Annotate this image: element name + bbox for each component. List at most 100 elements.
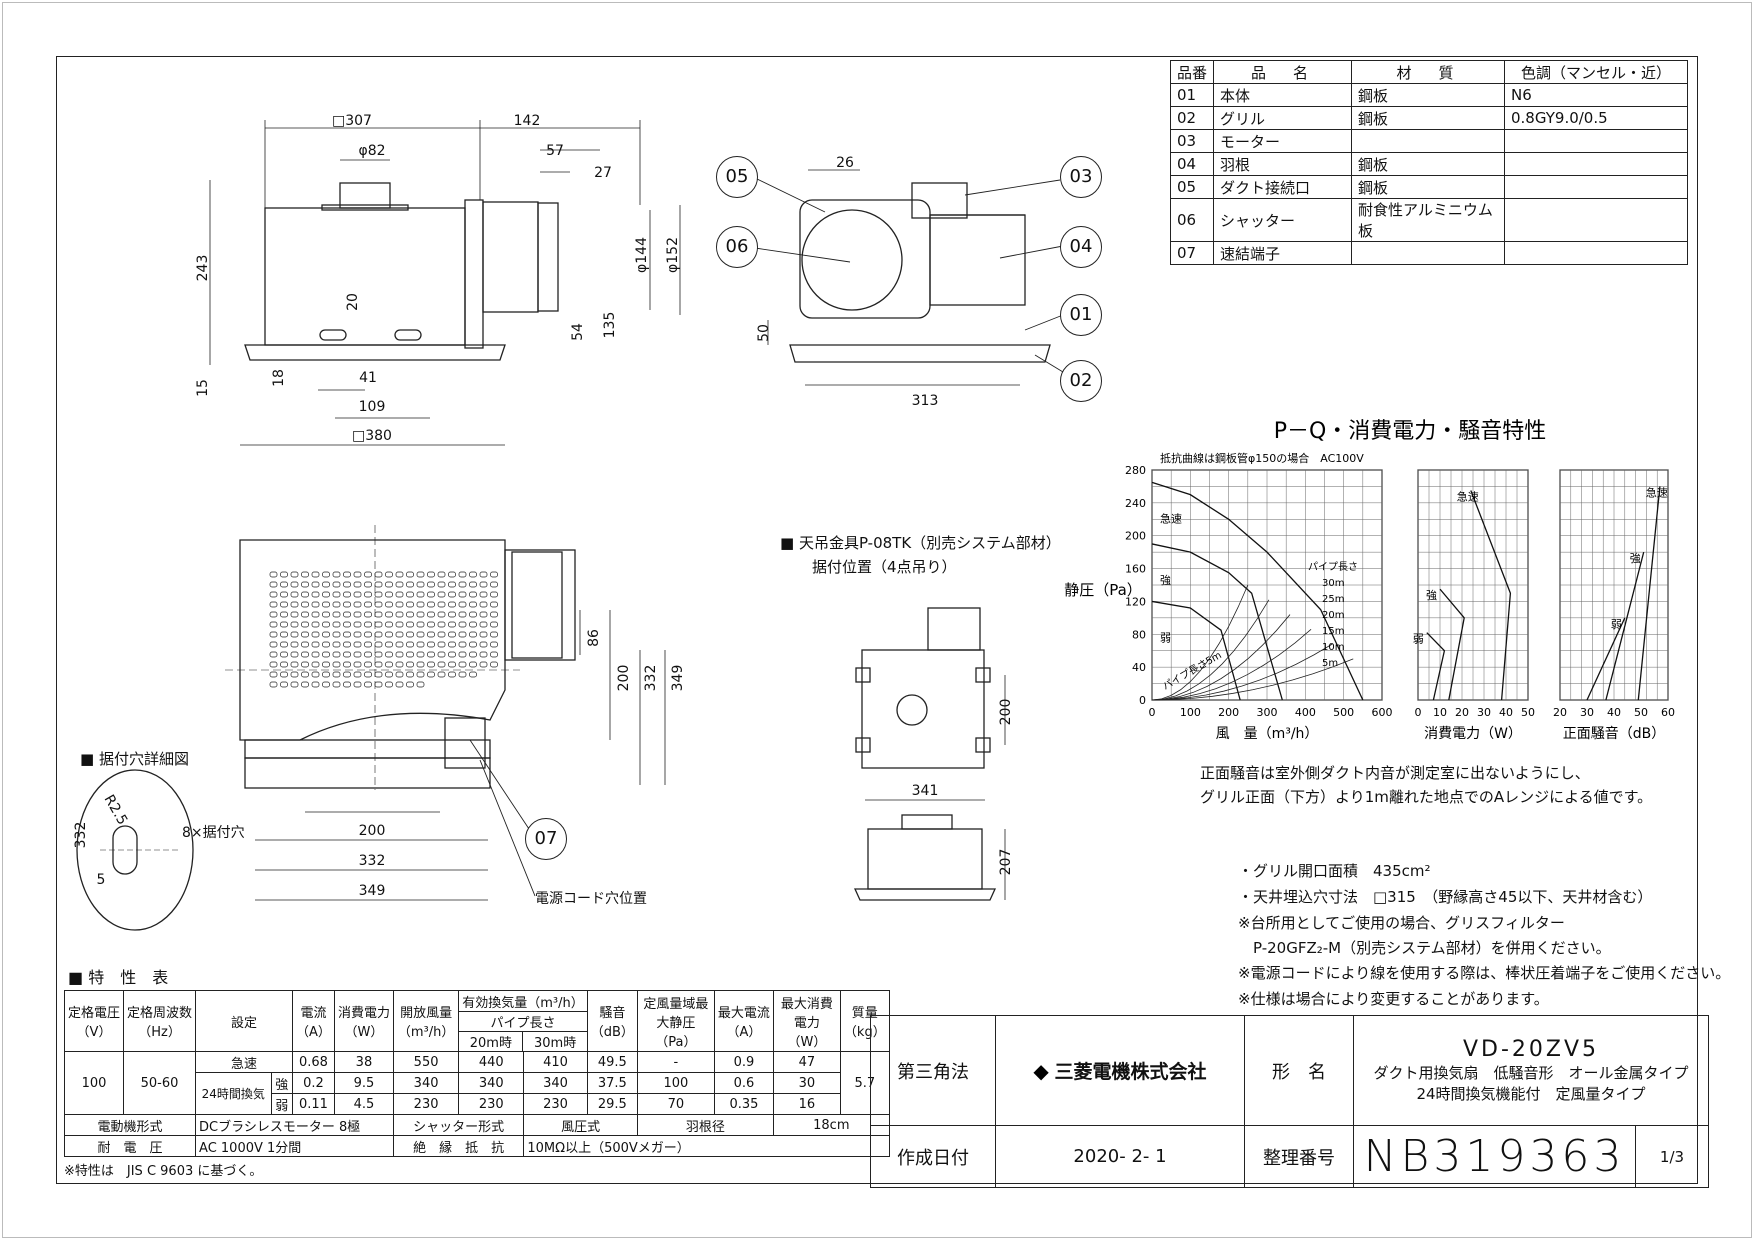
tb-model: VD-20ZV5 [1462, 1037, 1600, 1062]
spec-r2-current: 0.11 [292, 1093, 335, 1115]
spec-blade-label: 羽根径 [636, 1114, 774, 1136]
grille-slot [301, 641, 309, 648]
dim-57: 57 [546, 143, 564, 159]
grille-slot [280, 581, 288, 588]
parts-cell-material [1351, 241, 1505, 265]
grille-slot [374, 631, 383, 638]
grille-slot [343, 621, 351, 628]
grille-slot [280, 611, 288, 618]
grille-slot [395, 631, 404, 638]
dim-349a: 349 [670, 665, 686, 692]
spec-mode24: 24時間換気 [195, 1072, 272, 1115]
grille-slot [479, 601, 488, 608]
chart-title: P－Q・消費電力・騒音特性 [1274, 419, 1547, 444]
spec-freq: 50-60 [123, 1051, 197, 1115]
spec-r2-setting: 弱 [270, 1093, 294, 1115]
grille-slot [448, 611, 456, 618]
grille-slot [290, 681, 299, 688]
x-tick-label: 0 [1149, 706, 1156, 719]
grille-slot [280, 601, 288, 608]
grille-slot [448, 581, 456, 588]
grille-slot [364, 581, 372, 588]
callout-02: 02 [1060, 360, 1102, 402]
grille-slot [343, 661, 351, 668]
grille-slot [290, 611, 299, 618]
grille-slot [416, 581, 425, 588]
grille-slot [395, 681, 404, 688]
grille-slot [490, 661, 498, 668]
grille-slot [374, 661, 383, 668]
grille-slot [290, 661, 299, 668]
y-tick-label: 120 [1125, 595, 1146, 608]
grille-slot [395, 581, 404, 588]
spec-u-hz: （Hz） [138, 1025, 181, 1040]
grille-slot [353, 591, 362, 598]
grille-slot [332, 581, 341, 588]
x-tick-label: 30 [1477, 706, 1491, 719]
dim-144: φ144 [634, 237, 650, 273]
spec-h-current: 電流（A） [292, 990, 335, 1052]
spec-r0-e20: 440 [458, 1051, 525, 1073]
grille-slot [479, 611, 488, 618]
tb-desc2: 24時間換気機能付 定風量タイプ [1416, 1085, 1646, 1103]
grille-slot [427, 671, 435, 678]
parts-cell-no: 01 [1170, 83, 1214, 107]
spec-h-30: 30m時 [534, 1036, 577, 1051]
series-line [1637, 486, 1661, 701]
grille-slot [395, 571, 404, 578]
resistance-curve [1151, 584, 1249, 701]
grille-slot [269, 571, 278, 578]
grille-slot [385, 591, 393, 598]
grille-slot [427, 571, 435, 578]
spec-h-maxcur: 最大電流（A） [713, 990, 774, 1052]
grille-slot [301, 671, 309, 678]
grille-slot [406, 661, 414, 668]
grille-slot [469, 581, 477, 588]
grille-slot [322, 601, 330, 608]
grille-slot [269, 601, 278, 608]
grille-slot [311, 601, 320, 608]
grille-slot [290, 621, 299, 628]
grille-slot [322, 681, 330, 688]
grille-slot [469, 661, 477, 668]
resistance-label: 30m [1322, 578, 1344, 589]
grille-slot [364, 621, 372, 628]
grille-slot [332, 621, 341, 628]
spec-r2-e20: 230 [458, 1093, 525, 1115]
parts-cell-color [1504, 198, 1688, 242]
x-tick-label: 60 [1661, 706, 1675, 719]
dim-313: 313 [912, 393, 939, 409]
grille-slot [458, 621, 467, 628]
grille-slot [332, 641, 341, 648]
dim-5: 5 [97, 872, 106, 888]
grille-pattern [269, 571, 498, 688]
grille-slot [332, 651, 341, 658]
note-line: グリル正面（下方）より1m離れた地点でのAレンジによる値です。 [1200, 788, 1653, 806]
grille-slot [406, 591, 414, 598]
spec-h-power-text: 消費電力 [337, 1006, 390, 1021]
chart-subtitle: 抵抗曲線は鋼板管φ150の場合 AC100V [1160, 451, 1364, 465]
grille-slot [311, 591, 320, 598]
series-line [1470, 490, 1512, 701]
spec-u-pa: （Pa） [655, 1034, 697, 1050]
grille-slot [364, 631, 372, 638]
grille-slot [290, 581, 299, 588]
spec-r2-power: 4.5 [333, 1093, 394, 1115]
mitsubishi-logo-icon: ◆ [1033, 1059, 1049, 1083]
dim-243: 243 [195, 255, 211, 282]
dim-142: 142 [514, 113, 541, 129]
grille-slot [301, 571, 309, 578]
parts-cell-no: 04 [1170, 152, 1214, 176]
grille-slot [311, 681, 320, 688]
x-tick-label: 500 [1333, 706, 1354, 719]
callout-01: 01 [1060, 294, 1102, 336]
resistance-curve [1151, 614, 1291, 701]
grille-slot [332, 611, 341, 618]
grille-slot [290, 631, 299, 638]
grille-slot [406, 671, 414, 678]
spec-motor-label: 電動機形式 [63, 1114, 197, 1136]
dim-200c: 200 [998, 699, 1014, 726]
